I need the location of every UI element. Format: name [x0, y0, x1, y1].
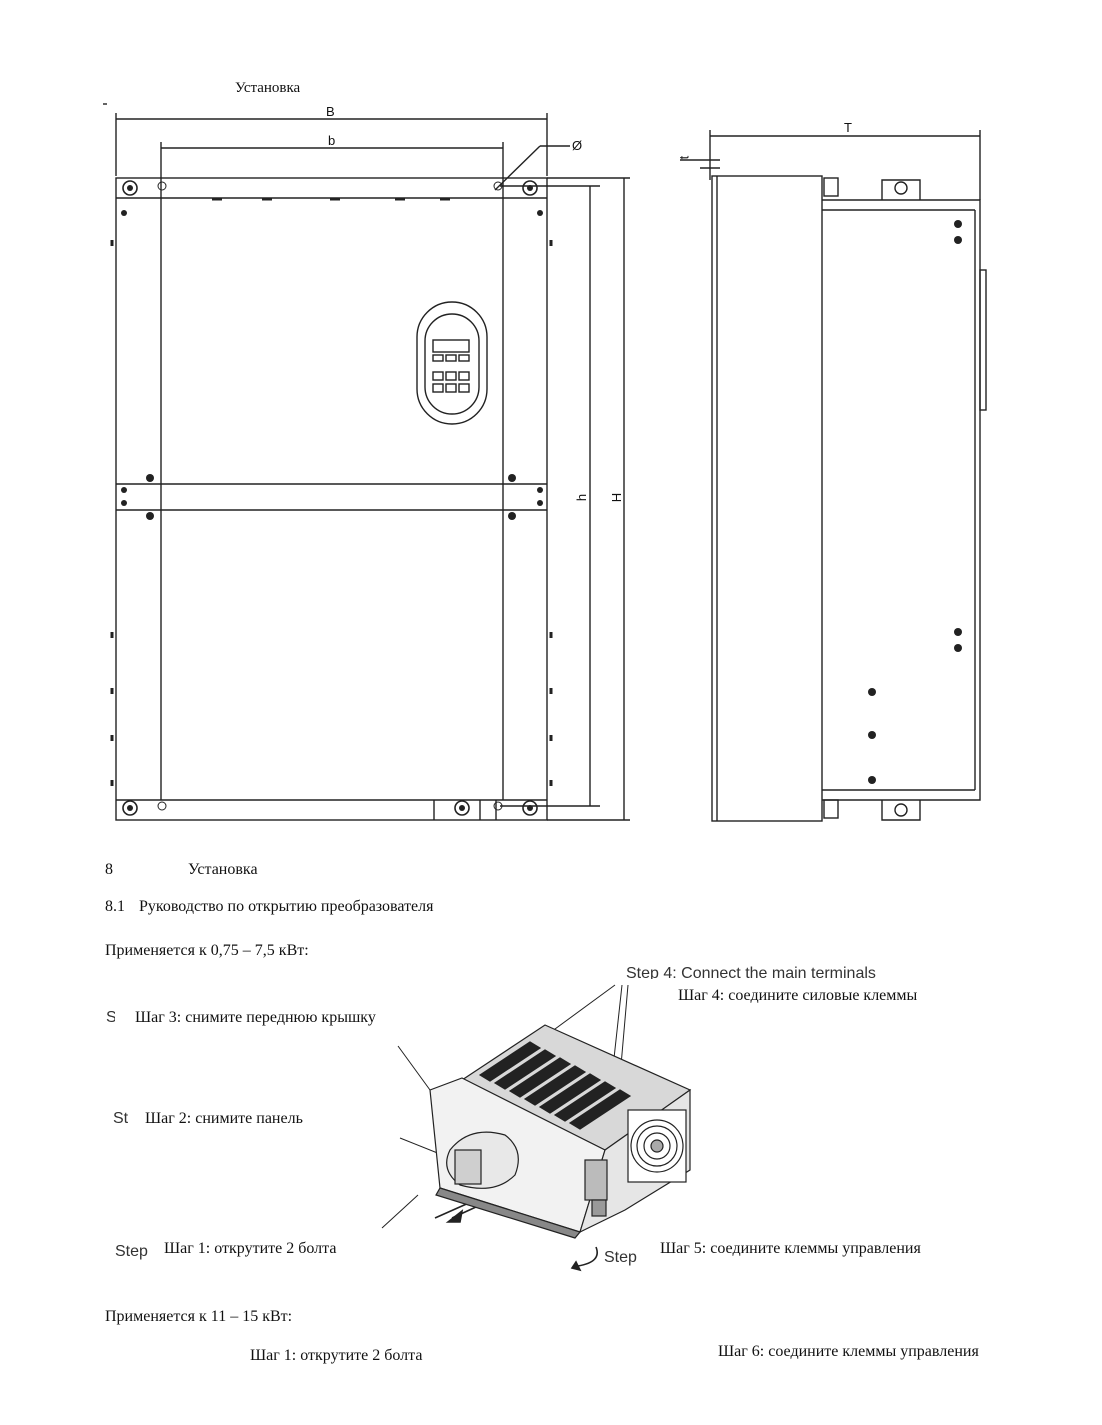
section-title: Установка — [188, 861, 258, 878]
dimension-drawing — [103, 103, 987, 822]
section-number: 8 — [105, 861, 113, 878]
step1-label: Шаг 1: открутите 2 болта — [164, 1240, 337, 1257]
overlay-st: St — [113, 1110, 129, 1127]
step3-label: Шаг 3: снимите переднюю крышку — [135, 1009, 376, 1026]
step5-label: Шаг 5: соедините клеммы управления — [660, 1240, 921, 1257]
dim-T-label: T — [844, 120, 852, 135]
overlay-step-left: Step — [115, 1243, 148, 1260]
overlay-step-right: Step — [604, 1249, 637, 1266]
subsection-title: Руководство по открытию преобразователя — [139, 898, 434, 915]
subsection-number: 8.1 — [105, 898, 125, 915]
large-step1-label: Шаг 1: открутите 2 болта — [250, 1347, 423, 1364]
dim-phi-label: Ø — [572, 138, 583, 153]
applies-small-range: Применяется к 0,75 – 7,5 кВт: — [105, 942, 309, 959]
dim-B-label: B — [326, 104, 335, 119]
dim-b-label: b — [328, 133, 336, 148]
overlay-step4-english: Step 4: Connect the main terminals — [626, 965, 876, 979]
large-step6-label: Шаг 6: соедините клеммы управления — [718, 1343, 979, 1360]
step4-label: Шаг 4: соедините силовые клеммы — [678, 987, 918, 1004]
page-header: Установка — [235, 80, 301, 96]
overlay-s: S — [106, 1009, 115, 1026]
applies-large-range: Применяется к 11 – 15 кВт: — [105, 1308, 293, 1325]
step2-label: Шаг 2: снимите панель — [145, 1110, 303, 1127]
